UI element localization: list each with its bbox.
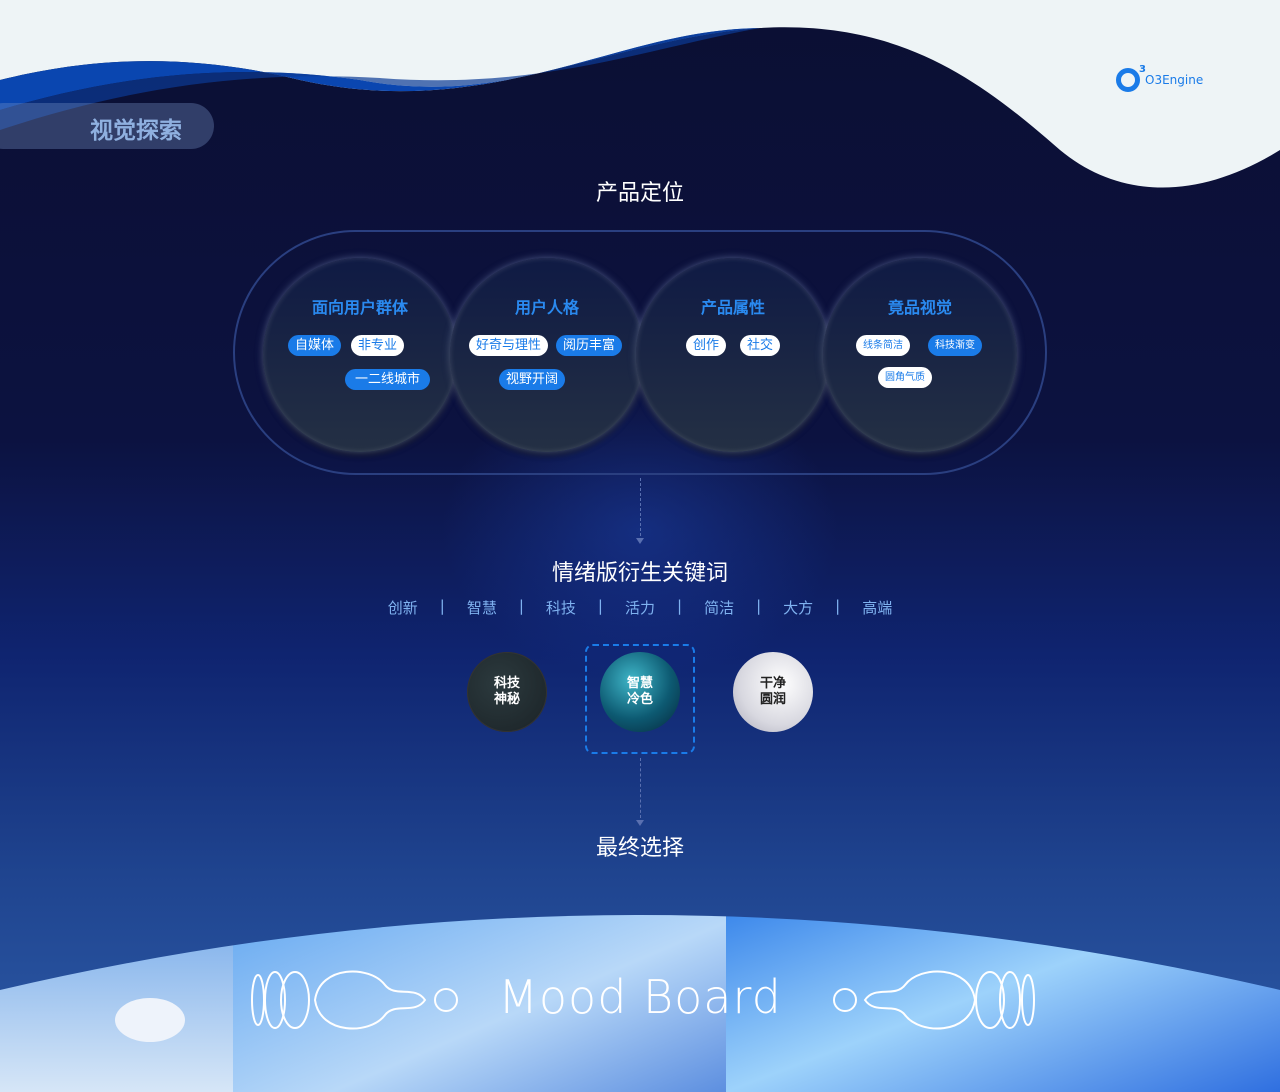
connector-line [640,478,641,536]
mood-board-title: Mood Board [498,970,782,1024]
logo-sup: 3 [1139,64,1146,75]
tag: 视野开阔 [499,369,566,390]
positioning-title: 产品定位 [595,181,684,206]
mood-label: 冷色 [626,692,653,707]
keyword: 高端 [862,599,893,617]
circle-title: 竟品视觉 [887,298,952,317]
keywords-list: 创新| 智慧| 科技| 活力| 简洁| 大方| 高端 [0,597,1280,618]
mood-label: 科技 [493,676,520,691]
tag: 好奇与理性 [469,335,549,356]
tag: 阅历丰富 [556,335,623,356]
mood-label: 干净 [759,676,786,691]
logo-mark-icon: 3 [1116,64,1146,92]
circle-competitor-visual: 竟品视觉 线条简洁 科技渐变 圆角气质 [823,258,1017,452]
logo-text: O3Engine [1145,73,1204,87]
arrow-down-icon [636,820,644,826]
keyword: 活力 [624,599,655,617]
mood-label: 智慧 [626,676,653,691]
circle-user-group: 面向用户群体 自媒体 非专业 一二线城市 [263,258,457,452]
final-title: 最终选择 [595,836,684,861]
circle-title: 面向用户群体 [311,298,408,317]
mood-clean-round[interactable]: 干净圆润 [733,652,813,732]
selected-mood-frame [585,644,695,754]
tag: 科技渐变 [928,335,982,356]
keyword: 创新 [387,599,418,617]
connector-line [640,758,641,818]
circle-title: 产品属性 [700,298,765,317]
tag: 非专业 [351,335,405,356]
circle-product-attributes: 产品属性 创作 社交 [636,258,830,452]
positioning-capsule [233,230,1047,475]
mood-tech-mystery[interactable]: 科技神秘 [467,652,547,732]
tag: 一二线城市 [345,369,431,390]
arrow-down-icon [636,538,644,544]
tag: 自媒体 [288,335,342,356]
section-badge-label: 视觉探索 [90,118,182,144]
tag: 创作 [686,335,727,356]
logo: 3 O3Engine [1116,64,1204,92]
keyword: 简洁 [704,599,735,617]
top-wave [0,0,1280,188]
tag: 圆角气质 [878,367,932,388]
keyword: 科技 [545,599,576,617]
circle-title: 用户人格 [514,298,579,317]
tag: 线条简洁 [856,335,910,356]
circle-user-persona: 用户人格 好奇与理性 阅历丰富 视野开阔 [450,258,644,452]
mood-label: 圆润 [759,692,786,707]
mood-label: 神秘 [493,692,520,707]
keyword: 智慧 [466,599,497,617]
section-badge: 视觉探索 [0,103,214,149]
keyword: 大方 [783,599,814,617]
mood-wisdom-cool[interactable]: 智慧冷色 [600,652,680,732]
tag: 社交 [740,335,781,356]
mood-board-banner [0,915,1280,1092]
keywords-title: 情绪版衍生关键词 [551,561,728,586]
